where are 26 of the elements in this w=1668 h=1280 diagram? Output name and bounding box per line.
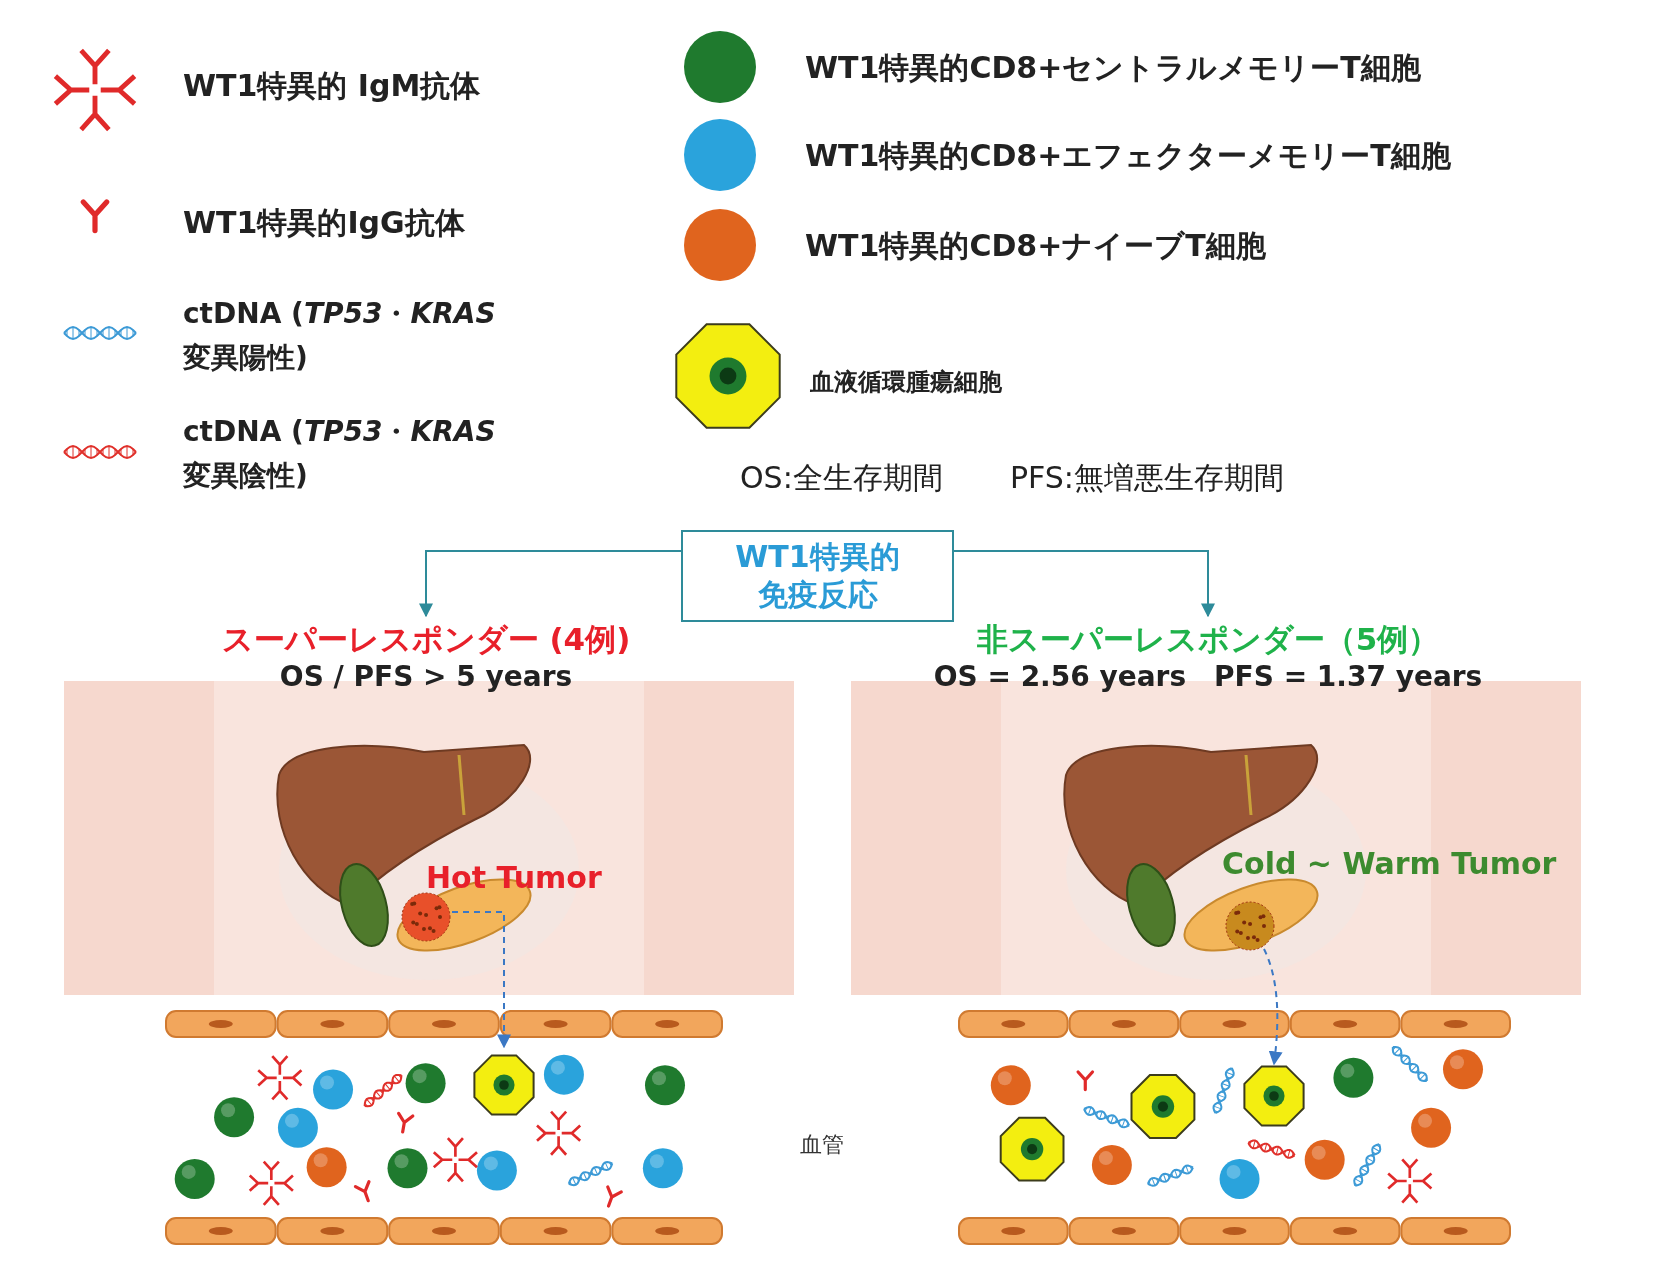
tumor-icon (400, 891, 452, 943)
legend-text: WT1特異的IgG抗体 (183, 204, 465, 242)
tumor-label: Cold ~ Warm Tumor (1222, 846, 1557, 881)
process-box: WT1特異的免疫反応 (681, 530, 954, 622)
vessel-label: 血管 (800, 1131, 844, 1159)
abbreviation-note: PFS:無増悪生存期間 (1010, 459, 1284, 497)
legend-text: WT1特異的CD8+エフェクターメモリーT細胞 (805, 137, 1451, 175)
arrow (451, 911, 511, 1049)
legend-text: WT1特異的 IgM抗体 (183, 67, 481, 105)
tumor-icon (1224, 900, 1276, 952)
abbreviation-note: OS:全生存期間 (740, 459, 943, 497)
legend-text: ctDNA (TP53・KRAS 変異陰性) (183, 414, 497, 494)
tumor-cell-icon (1240, 1062, 1308, 1130)
arrow (419, 550, 682, 618)
legend-text: ctDNA (TP53・KRAS 変異陽性) (183, 296, 497, 376)
group-heading: 非スーパーレスポンダー（5例） (975, 620, 1441, 658)
legend-text: 血液循環腫瘍細胞 (810, 367, 1002, 398)
legend-text: WT1特異的CD8+セントラルメモリーT細胞 (805, 49, 1421, 87)
arrow (1263, 948, 1283, 1066)
arrow (953, 550, 1215, 618)
survival-text: OS / PFS > 5 years (278, 659, 574, 695)
survival-text: OS = 2.56 years PFS = 1.37 years (932, 659, 1484, 695)
tumor-cell-icon (470, 1051, 538, 1119)
legend-text: WT1特異的CD8+ナイーブT細胞 (805, 227, 1266, 265)
tumor-label: Hot Tumor (426, 860, 602, 895)
group-heading: スーパーレスポンダー (4例) (220, 620, 632, 658)
